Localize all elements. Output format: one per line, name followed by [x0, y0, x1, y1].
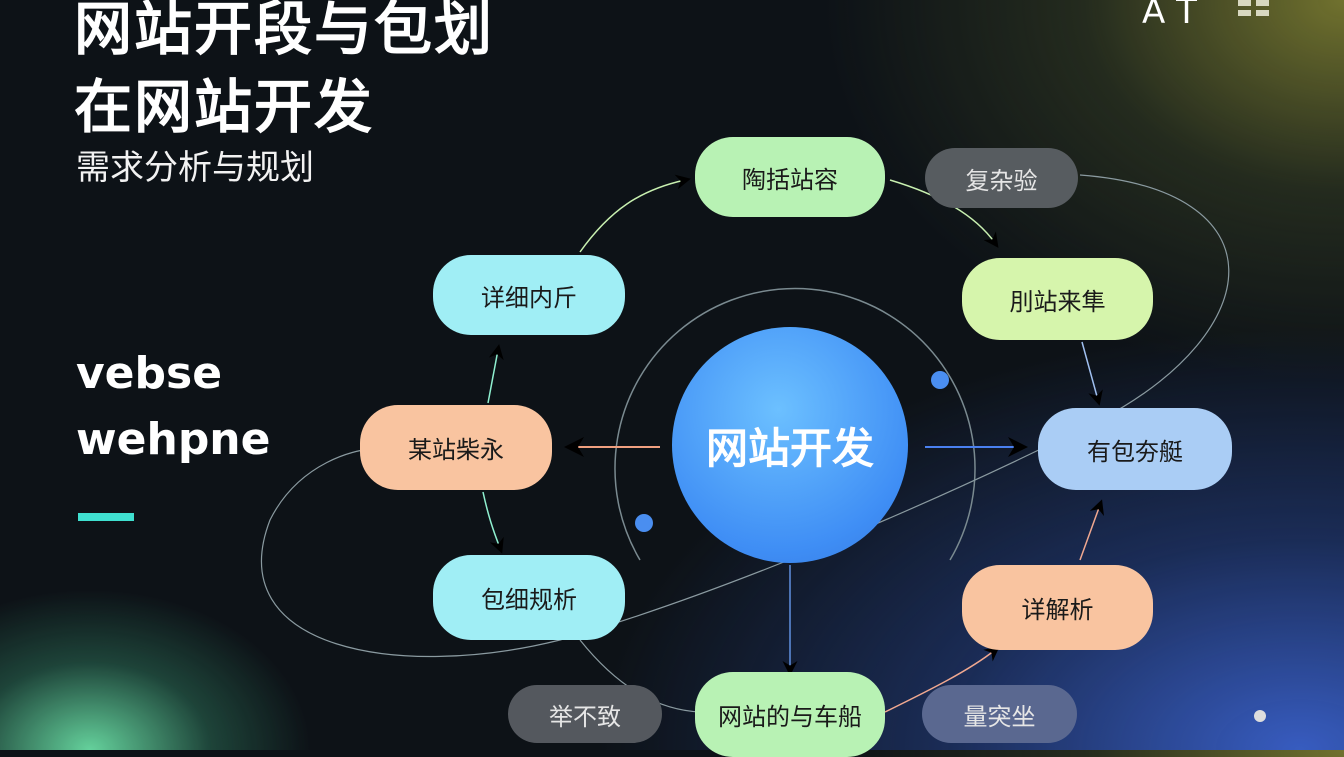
title-line-2: 在网站开发 — [74, 73, 375, 141]
inner-ring — [614, 287, 976, 561]
side-word-1: vebse — [76, 348, 223, 399]
tag-bottom-right[interactable]: 量突坐 — [922, 685, 1077, 743]
arrow — [487, 344, 504, 404]
subtitle: 需求分析与规划 — [76, 148, 314, 188]
ring-dot — [635, 514, 653, 532]
node-right[interactable]: 有包夯艇 — [1038, 408, 1232, 490]
node-left[interactable]: 某站柴永 — [360, 405, 552, 490]
tag-top-right[interactable]: 复杂验 — [925, 148, 1078, 208]
side-word-2: wehpne — [76, 414, 271, 465]
corner-text: A T — [1142, 0, 1197, 32]
title-line-1: 网站开段与包划 — [74, 0, 495, 63]
node-lower-right[interactable]: 详解析 — [962, 565, 1153, 650]
node-lower-left[interactable]: 包细规析 — [433, 555, 625, 640]
arrow — [579, 174, 691, 253]
ring-dot — [931, 371, 949, 389]
arrow — [884, 646, 1000, 713]
tag-bottom-left[interactable]: 举不致 — [508, 685, 662, 743]
node-upper-left[interactable]: 详细内斤 — [433, 255, 625, 335]
corner-dot — [1254, 710, 1266, 722]
accent-bar — [78, 513, 134, 521]
outer-loop — [261, 174, 1230, 658]
arrow — [1081, 341, 1103, 406]
arrow — [1079, 499, 1104, 561]
center-node[interactable]: 网站开发 — [672, 327, 908, 563]
grid-icon — [1238, 0, 1270, 18]
node-upper-right[interactable]: 刖站来隼 — [962, 258, 1153, 340]
node-top[interactable]: 陶括站容 — [695, 137, 885, 217]
node-bottom[interactable]: 网站的与车船 — [695, 672, 885, 757]
arrow — [482, 491, 504, 554]
